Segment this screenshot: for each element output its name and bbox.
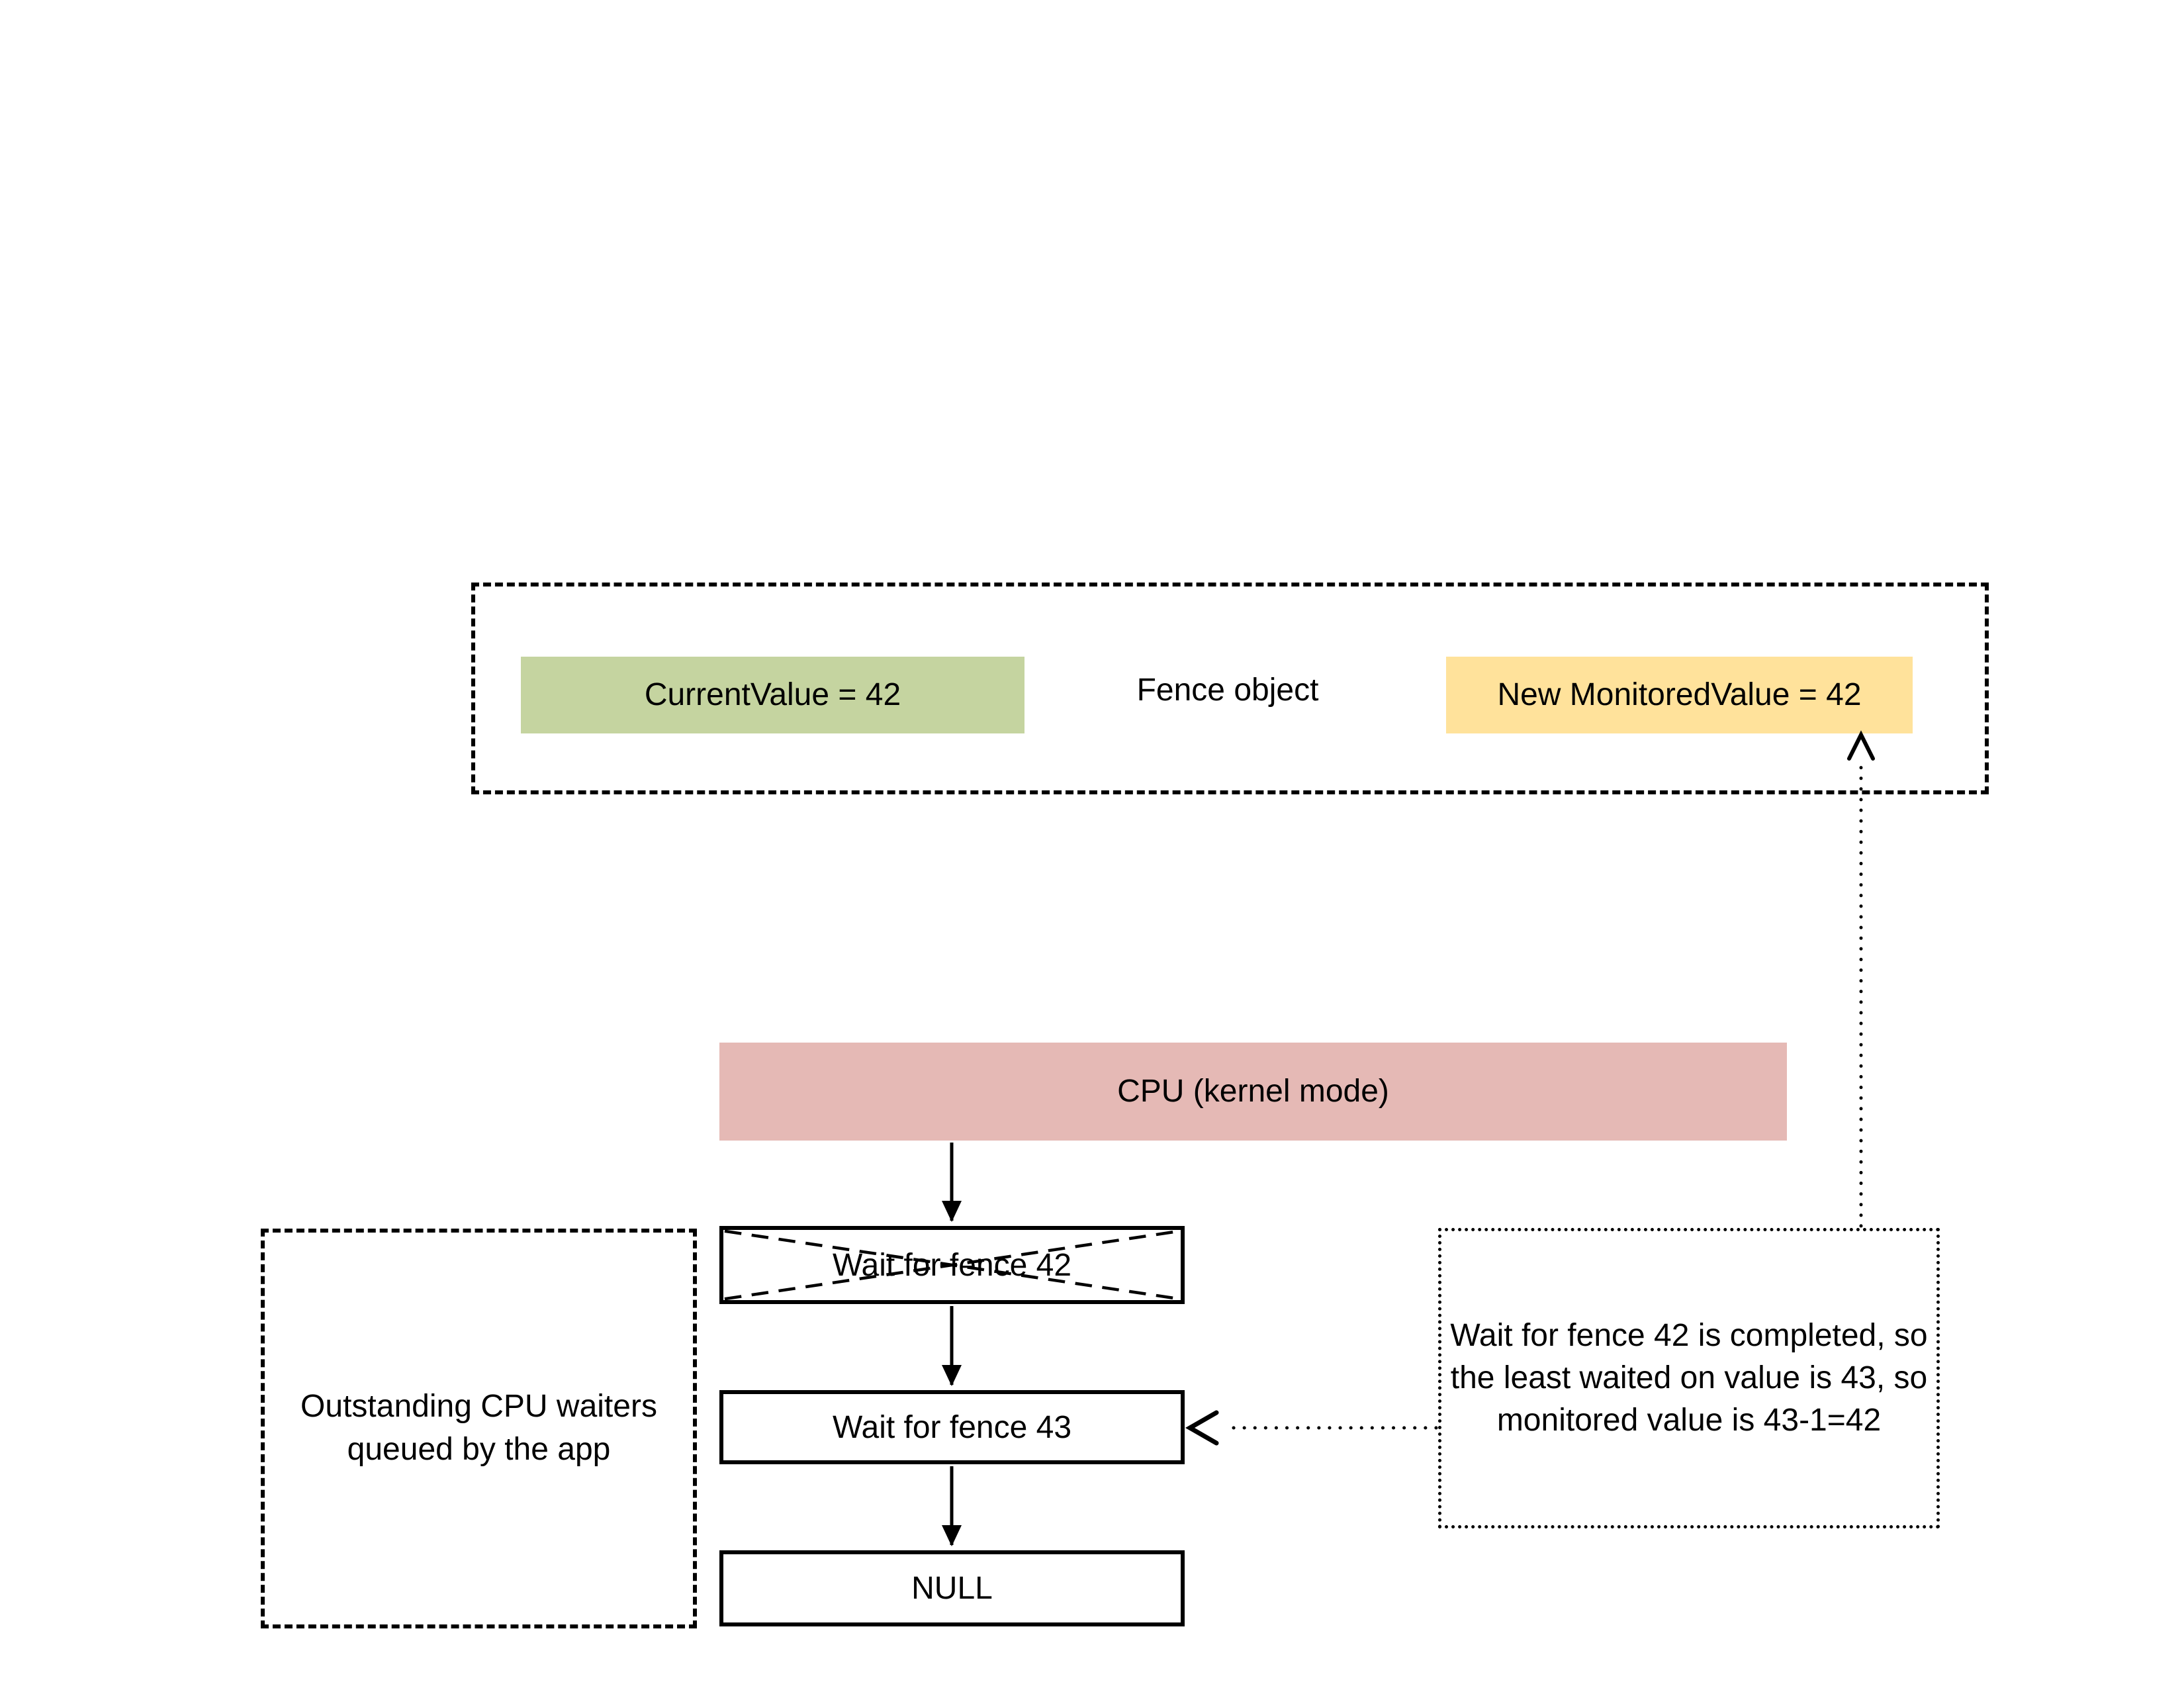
annotation-note-text: Wait for fence 42 is completed, so the l…	[1450, 1318, 1928, 1438]
fence-object-label: Fence object	[1136, 672, 1319, 708]
outstanding-waiters-container: Outstanding CPU waiters queued by the ap…	[261, 1229, 697, 1628]
current-value-box: CurrentValue = 42	[521, 657, 1024, 733]
annotation-note-box: Wait for fence 42 is completed, so the l…	[1438, 1228, 1940, 1528]
current-value-label: CurrentValue = 42	[644, 677, 901, 713]
new-monitored-value-box: New MonitoredValue = 42	[1446, 657, 1913, 733]
wait-for-fence-43-label: Wait for fence 43	[832, 1409, 1072, 1445]
left-chevron-arrowhead-icon	[1185, 1410, 1219, 1446]
fence-object-container	[471, 583, 1989, 794]
new-monitored-value-label: New MonitoredValue = 42	[1497, 677, 1862, 713]
outstanding-waiters-label: Outstanding CPU waiters queued by the ap…	[300, 1389, 657, 1467]
cross-diagonal-2	[724, 1230, 1180, 1300]
null-box: NULL	[719, 1550, 1185, 1626]
crossed-out-x-icon	[724, 1230, 1180, 1300]
wait-for-fence-43-box: Wait for fence 43	[719, 1390, 1185, 1464]
wait-for-fence-42-label: Wait for fence 42	[832, 1247, 1072, 1283]
cpu-kernel-mode-label: CPU (kernel mode)	[1117, 1074, 1389, 1109]
cpu-kernel-mode-box: CPU (kernel mode)	[719, 1043, 1787, 1141]
wait-for-fence-42-box: Wait for fence 42	[719, 1226, 1185, 1304]
null-label: NULL	[911, 1571, 993, 1606]
